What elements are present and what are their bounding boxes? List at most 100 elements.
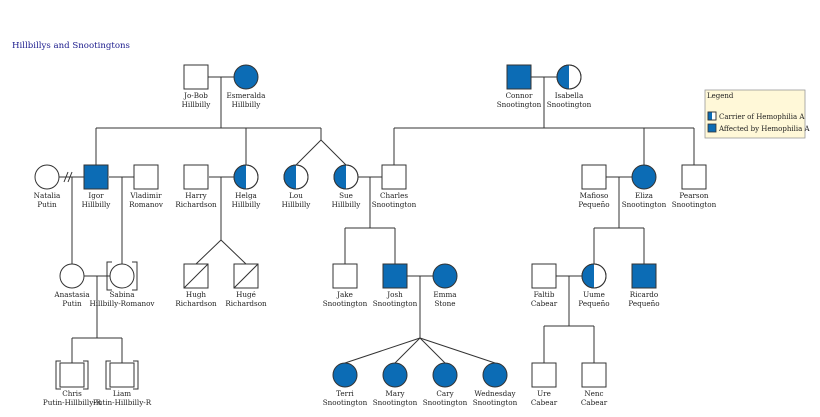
female-symbol	[109, 263, 135, 289]
person-surname: Hillbilly	[282, 200, 312, 209]
person-surname: Snootington	[622, 200, 667, 209]
male-symbol	[183, 164, 209, 190]
person-name: Charles	[380, 191, 408, 200]
person-surname: Pequeño	[578, 299, 609, 308]
person-surname: Snootington	[323, 398, 368, 407]
person-surname: Snootington	[547, 100, 592, 109]
person-surname: Hillbilly	[232, 200, 262, 209]
person-surname: Richardson	[175, 299, 217, 308]
male-symbol	[133, 164, 159, 190]
person-name: Pearson	[679, 191, 709, 200]
legend: Legend Carrier of Hemophilia A Affected …	[704, 89, 810, 139]
person-surname: Hillbilly	[182, 100, 212, 109]
legend-box	[704, 89, 806, 139]
person-name: Faltib	[534, 290, 555, 299]
person-surname: Stone	[434, 299, 455, 308]
relationship-lines	[59, 76, 695, 364]
person-surname: Cabear	[531, 398, 558, 407]
female-symbol	[482, 362, 508, 388]
person-name: Eliza	[635, 191, 654, 200]
person-name: Igor	[88, 191, 104, 200]
legend-title: Legend	[707, 92, 734, 100]
person-name: Chris	[62, 389, 82, 398]
person-name: Esmeralda	[227, 91, 267, 100]
male-symbol	[506, 64, 532, 90]
chart-title: Hillbillys and Snootingtons	[12, 41, 130, 51]
person-name: Helga	[235, 191, 257, 200]
female-symbol	[332, 362, 358, 388]
male-symbol	[581, 362, 607, 388]
person-surname: Putin-Hillbilly-R	[93, 398, 152, 407]
female-symbol	[432, 362, 458, 388]
female-symbol	[34, 164, 60, 190]
person-name: Natalia	[34, 191, 61, 200]
person-surname: Hillbilly	[232, 100, 262, 109]
female-symbol	[233, 64, 259, 90]
male-symbol	[531, 362, 557, 388]
person-name: Emma	[433, 290, 457, 299]
male-symbol	[382, 263, 408, 289]
person-surname: Cabear	[531, 299, 558, 308]
male-symbol	[109, 362, 135, 388]
person-name: Harry	[185, 191, 207, 200]
person-surname: Pequeño	[628, 299, 659, 308]
male-symbol	[631, 263, 657, 289]
female-symbol	[233, 164, 259, 190]
person-name: Terri	[336, 389, 354, 398]
male-symbol	[581, 164, 607, 190]
person-name: Mafioso	[580, 191, 609, 200]
person-surname: Richardson	[225, 299, 267, 308]
female-symbol	[631, 164, 657, 190]
person-surname: Snootington	[672, 200, 717, 209]
person-surname: Snootington	[372, 200, 417, 209]
male-symbol	[83, 164, 109, 190]
person-name: Josh	[386, 290, 403, 299]
person-surname: Richardson	[175, 200, 217, 209]
person-name: Liam	[113, 389, 131, 398]
person-surname: Snootington	[373, 299, 418, 308]
female-symbol	[432, 263, 458, 289]
person-name: Nenc	[584, 389, 603, 398]
male-symbol	[531, 263, 557, 289]
female-symbol	[283, 164, 309, 190]
person-surname: Cabear	[581, 398, 608, 407]
male-symbol	[332, 263, 358, 289]
person-name: Sue	[339, 191, 353, 200]
person-surname: Putin	[37, 200, 57, 209]
male-symbol	[233, 263, 259, 289]
person-surname: Hillbilly-Romanov	[89, 299, 155, 308]
